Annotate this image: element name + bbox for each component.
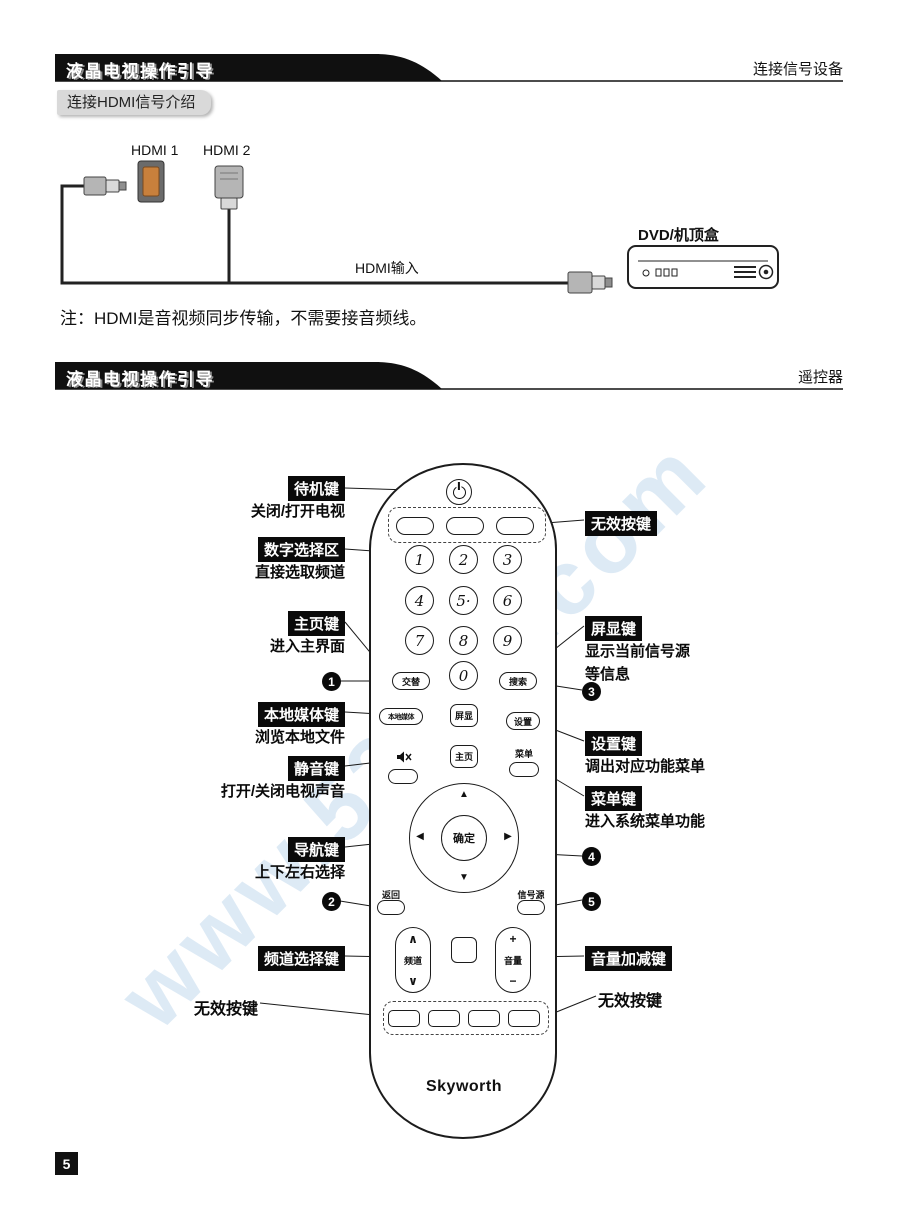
channel-rocker: ∧ 频道 ∨ [395, 927, 431, 993]
hdmi-note: 注：HDMI是音视频同步传输，不需要接音频线。 [60, 309, 427, 328]
invalid-buttons-top [388, 507, 546, 543]
annotation-volume-keys-label: 音量加减键 [585, 946, 673, 971]
hdmi-plug-right-icon [567, 271, 613, 294]
menu-label: 菜单 [514, 749, 533, 759]
source-button [517, 900, 545, 915]
section2-right-label: 遥控器 [797, 369, 843, 386]
section1-header-band [55, 54, 843, 82]
marker-3: 3 [582, 682, 601, 701]
section1-title: 液晶电视操作引导 [66, 62, 214, 81]
invalid-button [428, 1010, 460, 1027]
dvd-player-icon [627, 245, 779, 289]
page-number: 5 [55, 1152, 78, 1175]
annotation-channel-select-label: 频道选择键 [257, 946, 345, 971]
hdmi-plug-left-icon [83, 176, 127, 196]
annotation-osd-label: 屏显键 [585, 616, 643, 641]
hdmi1-socket-icon [137, 160, 165, 203]
volume-down-icon: − [509, 974, 517, 988]
invalid-button [508, 1010, 540, 1027]
source-label: 信号源 [517, 890, 545, 900]
brand-logo: Skyworth [425, 1078, 502, 1095]
annotation-osd-desc1: 显示当前信号源 [585, 643, 691, 660]
invalid-button [496, 517, 534, 535]
hdmi-input-label: HDMI输入 [355, 260, 419, 276]
annotation-mute-label: 静音键 [287, 756, 345, 781]
ok-button: 确定 [441, 815, 487, 861]
annotation-nav-desc: 上下左右选择 [254, 864, 345, 881]
annotation-menu-desc: 进入系统菜单功能 [585, 813, 706, 830]
power-icon [452, 485, 466, 499]
invalid-buttons-bottom [383, 1001, 549, 1035]
invalid-button [388, 1010, 420, 1027]
num-button-3: 3 [493, 545, 522, 574]
annotation-local-media-desc: 浏览本地文件 [254, 729, 345, 746]
num-button-7: 7 [405, 626, 434, 655]
annotation-invalid-bottom-right: 无效按键 [598, 993, 663, 1010]
invalid-button [396, 517, 434, 535]
num-button-1: 1 [405, 545, 434, 574]
num-button-6: 6 [493, 586, 522, 615]
nav-down-icon: ▼ [459, 872, 469, 883]
home-button: 主页 [450, 745, 478, 768]
annotation-standby-desc: 关闭/打开电视 [250, 503, 345, 520]
nav-left-icon: ◀ [416, 831, 424, 842]
annotation-mute-desc: 打开/关闭电视声音 [220, 783, 345, 800]
annotation-home-desc: 进入主界面 [269, 638, 345, 655]
nav-right-icon: ▶ [504, 831, 512, 842]
volume-rocker-label: 音量 [503, 955, 522, 966]
nav-up-icon: ▲ [459, 789, 469, 800]
hdmi1-label: HDMI 1 [131, 142, 179, 158]
annotation-numeric-desc: 直接选取频道 [254, 564, 345, 581]
annotation-home-label: 主页键 [287, 611, 345, 636]
annotation-menu-label: 菜单键 [585, 786, 643, 811]
marker-4: 4 [582, 847, 601, 866]
osd-button: 屏显 [450, 704, 478, 727]
num-button-9: 9 [493, 626, 522, 655]
back-label: 返回 [381, 890, 400, 900]
blank-square-button [451, 937, 477, 963]
hdmi2-label: HDMI 2 [203, 142, 251, 158]
marker-1: 1 [322, 672, 341, 691]
section2-title: 液晶电视操作引导 [66, 370, 214, 389]
annotation-numeric-label: 数字选择区 [257, 537, 345, 562]
annotation-settings-desc: 调出对应功能菜单 [585, 758, 706, 775]
local-media-button: 本地媒体 [379, 708, 423, 725]
annotation-settings-label: 设置键 [585, 731, 643, 756]
menu-button [509, 762, 539, 777]
mute-icon [397, 751, 412, 763]
channel-rocker-label: 频道 [403, 955, 422, 966]
annotation-nav-label: 导航键 [287, 837, 345, 862]
power-button [446, 479, 472, 505]
channel-down-icon: ∨ [408, 974, 418, 988]
hdmi-cable [60, 184, 568, 285]
dvd-device-label: DVD/机顶盒 [638, 227, 719, 244]
hdmi-connection-diagram [60, 160, 779, 294]
num-button-0: 0 [449, 661, 478, 690]
section1-right-label: 连接信号设备 [752, 61, 843, 78]
search-button: 搜索 [499, 672, 537, 690]
section2-header-band [55, 362, 843, 390]
back-button [377, 900, 405, 915]
hdmi2-plug-icon [214, 165, 244, 210]
num-button-5: 5· [449, 586, 478, 615]
channel-up-icon: ∧ [408, 932, 418, 946]
num-button-4: 4 [405, 586, 434, 615]
settings-button: 设置 [506, 712, 540, 730]
hdmi-subheader: 连接HDMI信号介绍 [57, 90, 212, 115]
num-button-8: 8 [449, 626, 478, 655]
marker-5: 5 [582, 892, 601, 911]
marker-2: 2 [322, 892, 341, 911]
invalid-button [468, 1010, 500, 1027]
annotation-local-media-label: 本地媒体键 [257, 702, 345, 727]
volume-up-icon: + [509, 932, 517, 946]
num-button-2: 2 [449, 545, 478, 574]
alternate-button: 交替 [392, 672, 430, 690]
volume-rocker: + 音量 − [495, 927, 531, 993]
annotation-invalid-top-right: 无效按键 [585, 511, 658, 536]
annotation-osd-desc2: 等信息 [585, 666, 631, 683]
mute-button [388, 769, 418, 784]
annotation-standby-label: 待机键 [287, 476, 345, 501]
annotation-invalid-bottom-left: 无效按键 [193, 1001, 258, 1018]
invalid-button [446, 517, 484, 535]
